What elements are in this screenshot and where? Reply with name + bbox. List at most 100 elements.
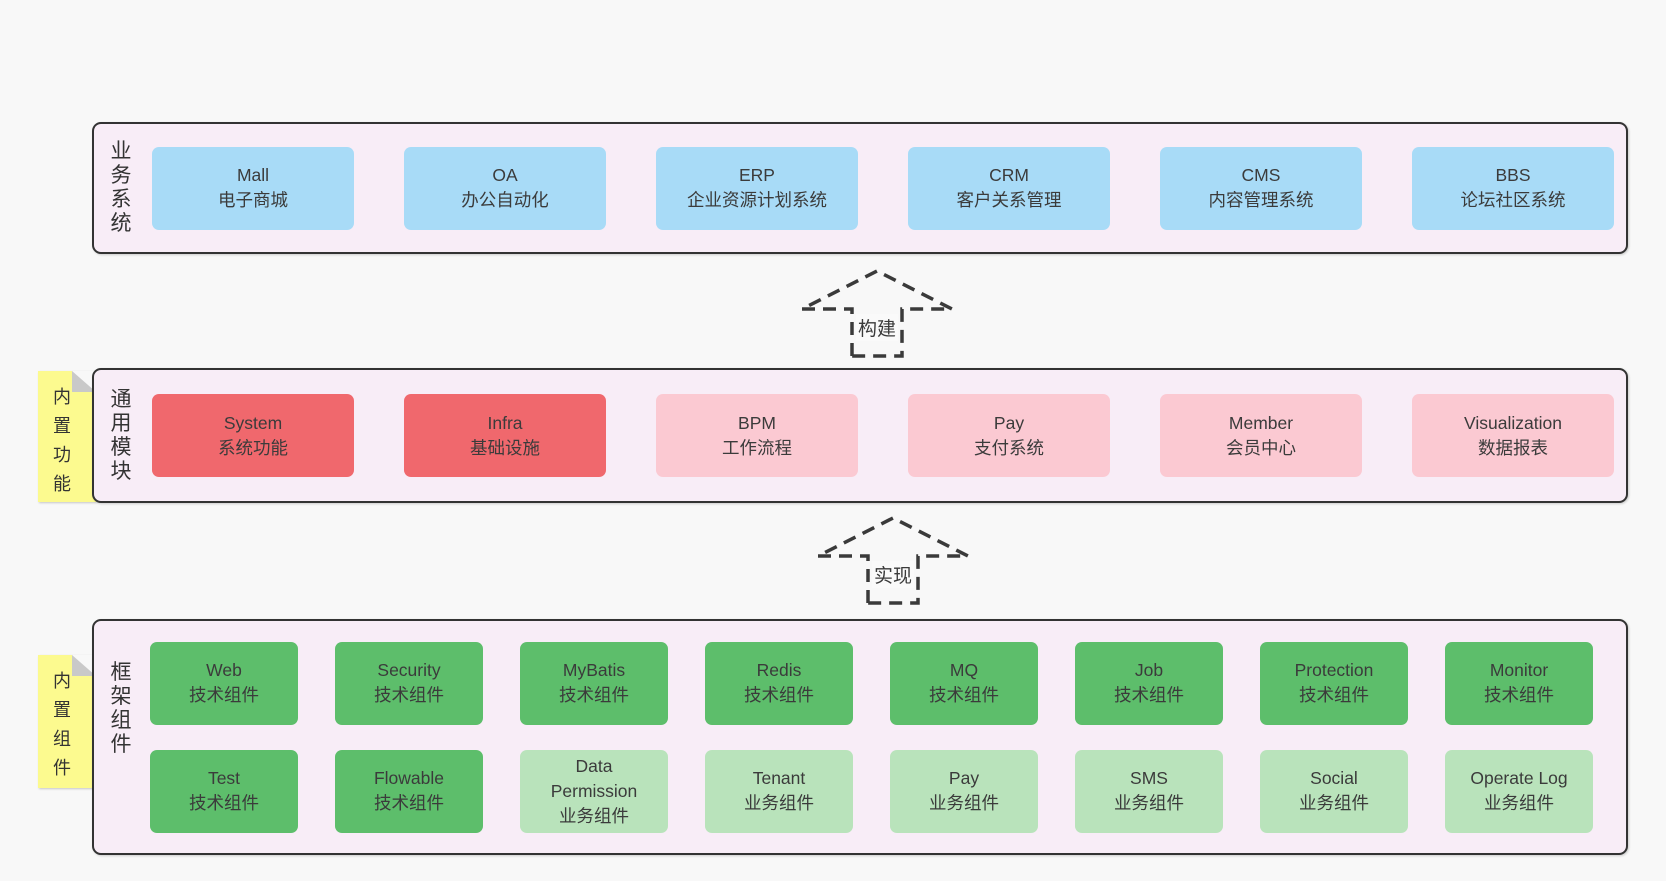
box-bbs: BBS 论坛社区系统 [1412, 146, 1614, 230]
box-row: System 系统功能 Infra 基础设施 BPM 工作流程 Pay 支付系统… [134, 370, 1626, 501]
box-operate-log: Operate Log 业务组件 [1445, 749, 1593, 833]
box-mq: MQ 技术组件 [890, 641, 1038, 725]
box-subtitle: 业务组件 [744, 793, 814, 813]
box-security: Security 技术组件 [335, 641, 483, 725]
box-title: Data Permission [550, 755, 638, 801]
box-bpm: BPM 工作流程 [656, 394, 858, 477]
box-subtitle: 基础设施 [470, 437, 540, 458]
box-title: MyBatis [562, 660, 626, 680]
box-subtitle: 支付系统 [974, 437, 1044, 458]
box-mall: Mall 电子商城 [152, 146, 354, 230]
box-subtitle: 企业资源计划系统 [687, 190, 827, 210]
box-subtitle: 技术组件 [189, 685, 259, 705]
layer-common-modules: 通用模块 System 系统功能 Infra 基础设施 BPM 工作流程 Pay… [92, 368, 1628, 503]
box-subtitle: 技术组件 [744, 685, 814, 705]
box-subtitle: 客户关系管理 [956, 190, 1062, 210]
arrow-build-label: 构建 [855, 314, 899, 341]
box-subtitle: 业务组件 [1114, 793, 1184, 813]
box-erp: ERP 企业资源计划系统 [656, 146, 858, 230]
box-member: Member 会员中心 [1160, 394, 1362, 477]
sticky-note-text: 内置组件 [53, 671, 71, 778]
box-title: CMS [1241, 165, 1281, 185]
layer-business-systems: 业务系统 Mall 电子商城 OA 办公自动化 ERP 企业资源计划系统 CRM… [92, 122, 1628, 254]
box-subtitle: 技术组件 [1484, 685, 1554, 705]
box-title: BBS [1495, 165, 1531, 185]
box-mybatis: MyBatis 技术组件 [520, 641, 668, 725]
box-subtitle: 内容管理系统 [1208, 190, 1314, 210]
box-monitor: Monitor 技术组件 [1445, 641, 1593, 725]
arrow-implement-label: 实现 [871, 561, 915, 588]
box-title: Social [1310, 768, 1358, 788]
box-test: Test 技术组件 [150, 749, 298, 833]
box-tenant: Tenant 业务组件 [705, 749, 853, 833]
box-title: Protection [1294, 660, 1374, 680]
box-subtitle: 技术组件 [1299, 685, 1369, 705]
box-title: Operate Log [1470, 768, 1568, 788]
box-subtitle: 技术组件 [929, 685, 999, 705]
box-title: Visualization [1464, 412, 1562, 433]
box-data-permission: Data Permission 业务组件 [520, 749, 668, 833]
box-row: Test 技术组件 Flowable 技术组件 Data Permission … [150, 749, 1626, 833]
box-title: MQ [949, 660, 979, 680]
box-subtitle: 工作流程 [722, 437, 792, 458]
box-title: Mall [236, 165, 270, 185]
box-title: Member [1228, 412, 1294, 433]
box-subtitle: 办公自动化 [461, 190, 549, 210]
layer-label: 框架组件 [110, 661, 132, 756]
box-subtitle: 业务组件 [1299, 793, 1369, 813]
arrow-build: 构建 [777, 268, 977, 363]
box-title: Job [1134, 660, 1164, 680]
box-web: Web 技术组件 [150, 641, 298, 725]
box-rows: Web 技术组件 Security 技术组件 MyBatis 技术组件 Redi… [134, 621, 1626, 853]
box-title: System [223, 412, 283, 433]
box-subtitle: 技术组件 [559, 685, 629, 705]
box-subtitle: 电子商城 [218, 190, 288, 210]
box-row: Web 技术组件 Security 技术组件 MyBatis 技术组件 Redi… [150, 641, 1626, 725]
box-cms: CMS 内容管理系统 [1160, 146, 1362, 230]
box-subtitle: 数据报表 [1478, 437, 1548, 458]
box-title: OA [492, 165, 518, 185]
box-redis: Redis 技术组件 [705, 641, 853, 725]
box-subtitle: 系统功能 [218, 437, 288, 458]
box-subtitle: 业务组件 [929, 793, 999, 813]
box-title: Redis [756, 660, 802, 680]
box-protection: Protection 技术组件 [1260, 641, 1408, 725]
box-subtitle: 技术组件 [374, 793, 444, 813]
box-crm: CRM 客户关系管理 [908, 146, 1110, 230]
box-subtitle: 业务组件 [559, 805, 629, 826]
box-system: System 系统功能 [152, 394, 354, 477]
sticky-note-builtin-components: 内置组件 [38, 655, 96, 788]
box-title: CRM [989, 165, 1029, 185]
box-title: Monitor [1489, 660, 1549, 680]
box-row: Mall 电子商城 OA 办公自动化 ERP 企业资源计划系统 CRM 客户关系… [134, 124, 1626, 252]
box-sms: SMS 业务组件 [1075, 749, 1223, 833]
box-title: Infra [487, 412, 523, 433]
box-oa: OA 办公自动化 [404, 146, 606, 230]
box-job: Job 技术组件 [1075, 641, 1223, 725]
layer-label: 业务系统 [110, 140, 132, 235]
box-subtitle: 技术组件 [1114, 685, 1184, 705]
box-pay-business: Pay 业务组件 [890, 749, 1038, 833]
box-title: Web [206, 660, 242, 680]
box-title: ERP [739, 165, 775, 185]
box-subtitle: 业务组件 [1484, 793, 1554, 813]
box-title: Test [207, 768, 241, 788]
layer-label: 通用模块 [110, 387, 132, 483]
box-title: Tenant [752, 768, 806, 788]
sticky-note-builtin-features: 内置功能 [38, 371, 96, 502]
box-flowable: Flowable 技术组件 [335, 749, 483, 833]
box-title: Security [377, 660, 441, 680]
box-social: Social 业务组件 [1260, 749, 1408, 833]
arrow-implement: 实现 [793, 515, 993, 610]
box-title: SMS [1130, 768, 1168, 788]
box-title: Pay [948, 768, 980, 788]
sticky-note-text: 内置功能 [53, 387, 71, 494]
box-subtitle: 论坛社区系统 [1460, 190, 1566, 210]
box-infra: Infra 基础设施 [404, 394, 606, 477]
box-subtitle: 会员中心 [1226, 437, 1296, 458]
box-subtitle: 技术组件 [189, 793, 259, 813]
box-subtitle: 技术组件 [374, 685, 444, 705]
box-pay: Pay 支付系统 [908, 394, 1110, 477]
box-title: Flowable [373, 768, 445, 788]
